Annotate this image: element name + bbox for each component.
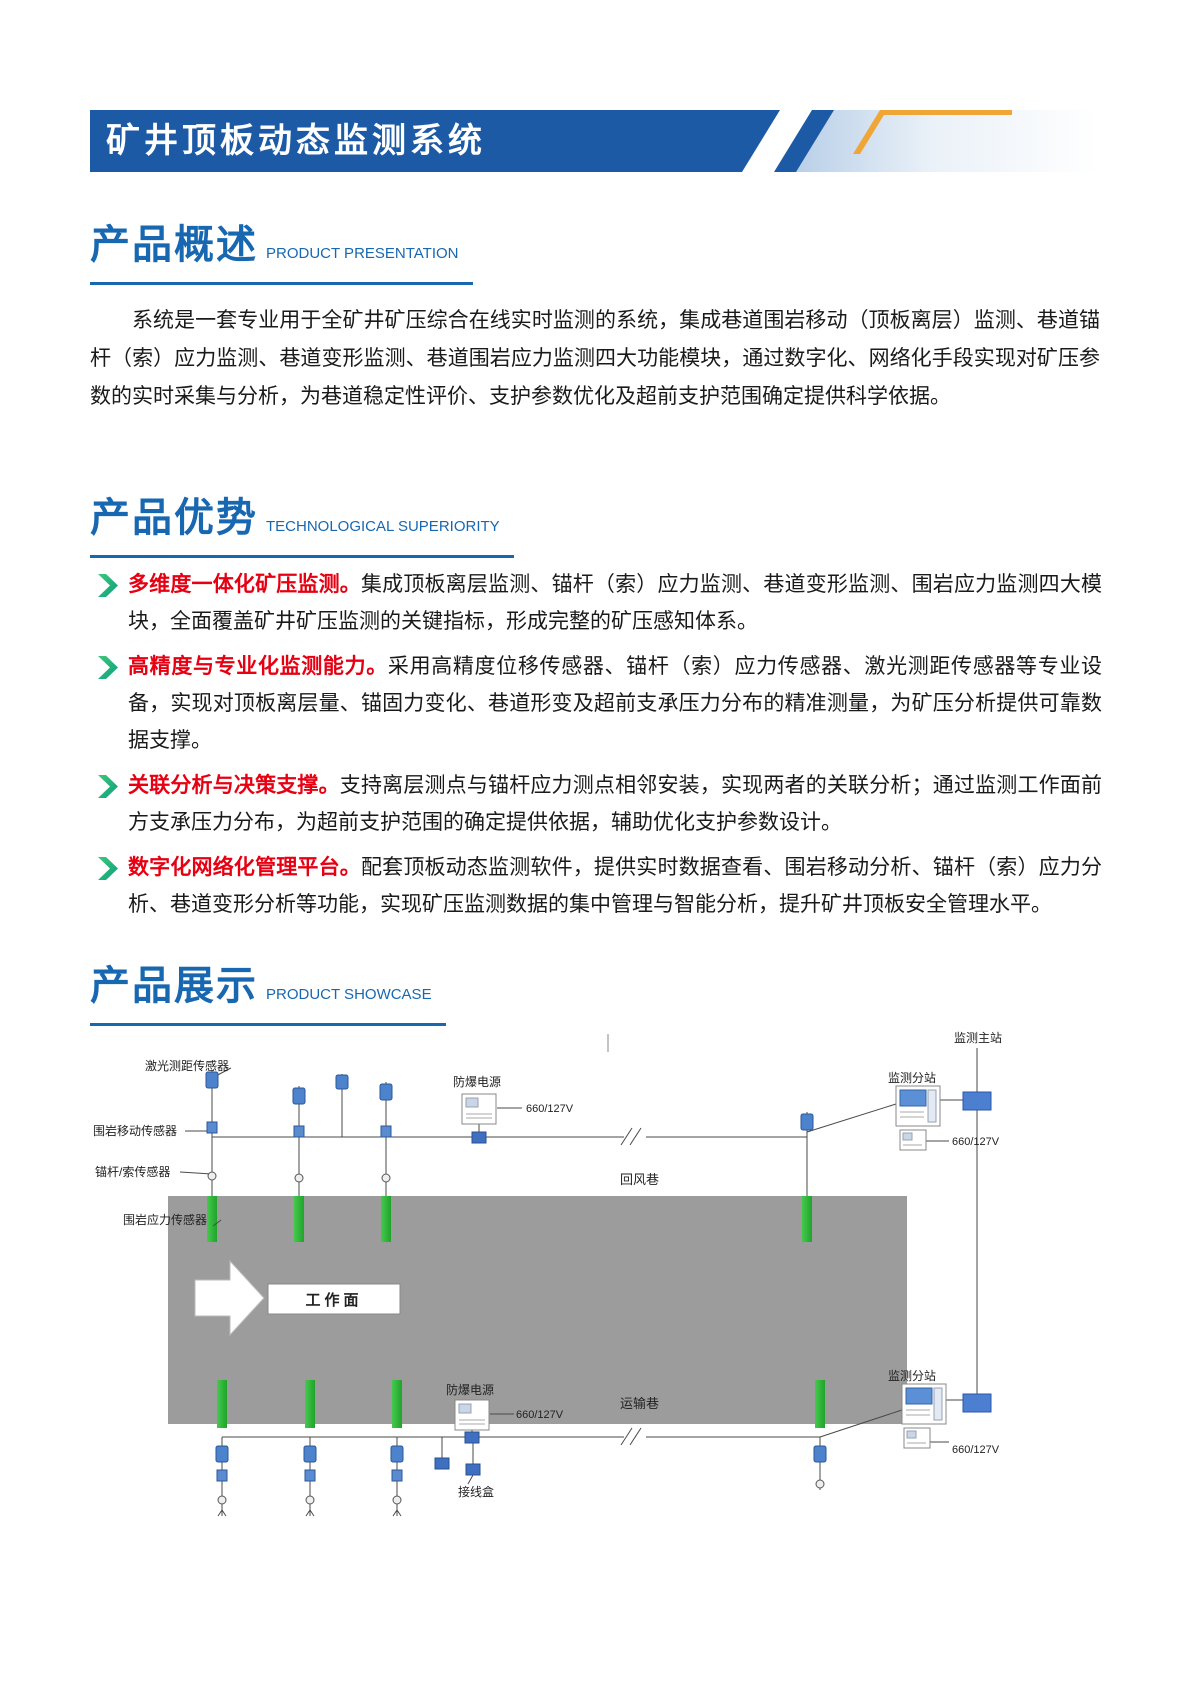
advantage-item: 关联分析与决策支撑。支持离层测点与锚杆应力测点相邻安装，实现两者的关联分析；通过… bbox=[98, 767, 1102, 841]
advantages-list: 多维度一体化矿压监测。集成顶板离层监测、锚杆（索）应力监测、巷道变形监测、围岩应… bbox=[98, 566, 1102, 931]
bolt-cable-sensors bbox=[207, 1171, 391, 1183]
voltage-top-label: 660/127V bbox=[526, 1103, 574, 1115]
main-station-label: 监测主站 bbox=[954, 1031, 1002, 1045]
voltage-bottom-label: 660/127V bbox=[516, 1409, 564, 1421]
laser-distance-sensors bbox=[205, 1071, 814, 1131]
advance-arrow bbox=[194, 1259, 265, 1337]
showcase-title: 产品展示 bbox=[90, 964, 258, 1008]
advantage-body: 支持离层测点与锚杆应力测点相邻安装，实现两者的关联分析；通过监测工作面前方支承压… bbox=[128, 774, 1103, 834]
rock-stress-sensor-label: 围岩应力传感器 bbox=[123, 1212, 207, 1227]
explosion-proof-power-top-label: 防爆电源 bbox=[453, 1074, 501, 1089]
substation-bottom-voltage-label: 660/127V bbox=[952, 1444, 1000, 1456]
substation-top-device bbox=[895, 1085, 992, 1151]
advantage-text: 多维度一体化矿压监测。集成顶板离层监测、锚杆（索）应力监测、巷道变形监测、围岩应… bbox=[128, 566, 1102, 640]
page-title: 矿井顶板动态监测系统 bbox=[106, 122, 486, 160]
rock-movement-sensor-label: 围岩移动传感器 bbox=[93, 1123, 177, 1138]
chevron-icon bbox=[98, 648, 128, 759]
advantage-item: 数字化网络化管理平台。配套顶板动态监测软件，提供实时数据查看、围岩移动分析、锚杆… bbox=[98, 849, 1102, 923]
overview-paragraph: 系统是一套专业用于全矿井矿压综合在线实时监测的系统，集成巷道围岩移动（顶板离层）… bbox=[90, 309, 1100, 408]
advantages-subtitle: TECHNOLOGICAL SUPERIORITY bbox=[266, 518, 500, 535]
advantage-body: 配套顶板动态监测软件，提供实时数据查看、围岩移动分析、锚杆（索）应力分析、巷道变… bbox=[128, 856, 1103, 916]
advantage-lead: 多维度一体化矿压监测。 bbox=[128, 573, 361, 596]
laser-sensor-label: 激光测距传感器 bbox=[145, 1058, 229, 1073]
advantage-text: 高精度与专业化监测能力。采用高精度位移传感器、锚杆（索）应力传感器、激光测距传感… bbox=[128, 648, 1102, 759]
showcase-section-heading: 产品展示 PRODUCT SHOWCASE bbox=[90, 953, 446, 1026]
chevron-icon bbox=[98, 566, 128, 640]
explosion-proof-power-bottom-device bbox=[454, 1399, 490, 1444]
banner-decoration bbox=[90, 110, 1098, 172]
advantage-lead: 高精度与专业化监测能力。 bbox=[128, 655, 388, 678]
advantage-text: 关联分析与决策支撑。支持离层测点与锚杆应力测点相邻安装，实现两者的关联分析；通过… bbox=[128, 767, 1102, 841]
advantage-body: 集成顶板离层监测、锚杆（索）应力监测、巷道变形监测、围岩应力监测四大模块，全面覆… bbox=[128, 573, 1103, 633]
return-airway-label: 回风巷 bbox=[620, 1172, 659, 1187]
bottom-sensors bbox=[215, 1445, 827, 1505]
overview-title: 产品概述 bbox=[90, 223, 258, 267]
substation-bottom-device bbox=[901, 1383, 992, 1449]
advantages-title: 产品优势 bbox=[90, 496, 258, 540]
substation-top-label: 监测分站 bbox=[888, 1071, 936, 1085]
rock-movement-sensors bbox=[206, 1121, 392, 1138]
advantage-lead: 数字化网络化管理平台。 bbox=[128, 856, 361, 879]
showcase-subtitle: PRODUCT SHOWCASE bbox=[266, 986, 432, 1003]
explosion-proof-power-top-device bbox=[461, 1093, 497, 1144]
junction-box-label: 接线盒 bbox=[458, 1484, 494, 1499]
chevron-icon bbox=[98, 849, 128, 923]
working-face-box bbox=[267, 1283, 401, 1315]
advantage-body: 采用高精度位移传感器、锚杆（索）应力传感器、激光测距传感器等专业设备，实现对顶板… bbox=[128, 655, 1103, 752]
substation-bottom-label: 监测分站 bbox=[888, 1369, 936, 1383]
bolt-cable-sensor-label: 锚杆/索传感器 bbox=[95, 1164, 170, 1179]
advantage-item: 多维度一体化矿压监测。集成顶板离层监测、锚杆（索）应力监测、巷道变形监测、围岩应… bbox=[98, 566, 1102, 640]
rock-stress-sensor-bars bbox=[207, 1196, 825, 1428]
transport-roadway-label: 运输巷 bbox=[620, 1396, 659, 1411]
header-banner: 矿井顶板动态监测系统 bbox=[90, 110, 1098, 172]
substation-top-voltage-label: 660/127V bbox=[952, 1136, 1000, 1148]
advantage-text: 数字化网络化管理平台。配套顶板动态监测软件，提供实时数据查看、围岩移动分析、锚杆… bbox=[128, 849, 1102, 923]
overview-subtitle: PRODUCT PRESENTATION bbox=[266, 245, 459, 262]
working-face-label: 工作面 bbox=[305, 1291, 362, 1309]
overview-section-heading: 产品概述 PRODUCT PRESENTATION bbox=[90, 212, 473, 285]
product-showcase-diagram: 工作面 bbox=[90, 1028, 1100, 1588]
advantage-lead: 关联分析与决策支撑。 bbox=[128, 774, 340, 797]
chevron-icon bbox=[98, 767, 128, 841]
explosion-proof-power-bottom-label: 防爆电源 bbox=[446, 1382, 494, 1397]
junction-box-devices bbox=[434, 1457, 481, 1476]
advantages-section-heading: 产品优势 TECHNOLOGICAL SUPERIORITY bbox=[90, 485, 514, 558]
advantage-item: 高精度与专业化监测能力。采用高精度位移传感器、锚杆（索）应力传感器、激光测距传感… bbox=[98, 648, 1102, 759]
